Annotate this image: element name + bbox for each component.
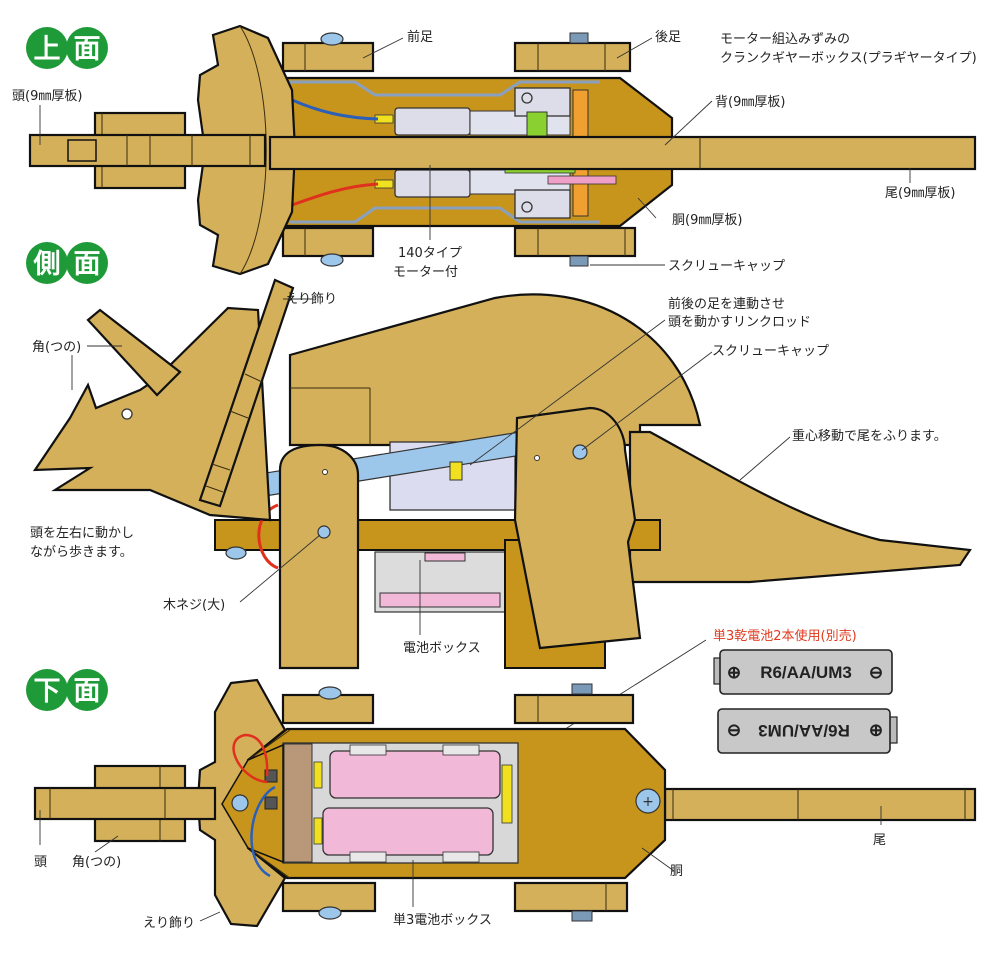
label-gearbox: クランクギヤーボックス(プラギヤータイプ) [720, 51, 977, 66]
label-motor: モーター付 [393, 265, 458, 280]
screw-icon [320, 32, 344, 46]
label-screw-cap: スクリューキャップ [712, 344, 829, 359]
side-view-badge: 側 面 [26, 242, 108, 284]
label-torso: 胴(9㎜厚板) [672, 213, 742, 228]
label-tail: 尾 [873, 833, 886, 848]
front-leg-top-left [281, 41, 375, 73]
battery-plus-icon: ⊕ [727, 663, 741, 682]
tail-bottom [663, 787, 977, 822]
screw-icon [320, 253, 344, 267]
battery-cell [322, 807, 494, 856]
label-torso: 胴 [670, 864, 683, 879]
badge-char: 下 [34, 676, 61, 707]
label-tail-note: 重心移動で尾をふります。 [792, 428, 947, 444]
battery-minus-icon: ⊖ [869, 663, 883, 682]
badge-char: 面 [74, 676, 101, 707]
label-horn: 角(つの) [32, 340, 81, 355]
motor-icon [394, 107, 471, 136]
frill-side [198, 278, 295, 508]
side-view: 側 面 [26, 242, 972, 670]
battery-1: ⊕ R6/AA/UM3 ⊖ [713, 649, 893, 695]
head-top [28, 133, 267, 168]
wood-screw-icon [635, 788, 661, 814]
label-head: 頭(9㎜厚板) [12, 89, 82, 104]
badge-circle [26, 242, 68, 284]
head-bottom [33, 786, 217, 821]
tail-side [628, 430, 972, 584]
badge-circle [26, 27, 68, 69]
label-back: 背(9㎜厚板) [715, 95, 785, 110]
label-screw-cap: スクリューキャップ [668, 259, 785, 274]
front-leg-bottom-left [281, 693, 375, 725]
red-wire [291, 182, 379, 207]
body-side [288, 293, 702, 447]
battery-label: R6/AA/UM3 [760, 663, 852, 682]
gear-icon [547, 175, 617, 185]
top-view-badge: 上 面 [26, 27, 108, 69]
front-leg-top-right [281, 226, 375, 258]
screw-icon [231, 794, 249, 812]
bottom-view-badge: 下 面 [26, 669, 108, 711]
label-front-leg: 前足 [407, 29, 433, 45]
label-wood-screw: 木ネジ(大) [163, 598, 225, 613]
rear-leg-bottom-right [513, 881, 629, 913]
badge-circle [26, 669, 68, 711]
battery-minus-icon: ⊖ [727, 721, 741, 740]
badge-circle [66, 242, 108, 284]
back-and-tail-top [268, 135, 977, 171]
rear-leg-top-left [513, 41, 632, 73]
bottom-view: 下 面 単3乾電池2本使用(別売) ⊕ R6/AA/UM3 ⊖ ⊕ R6/AA/… [26, 628, 977, 931]
blue-wire [291, 98, 379, 121]
rear-leg-bottom-left [513, 693, 635, 725]
label-horn: 角(つの) [72, 855, 121, 870]
label-motor: 140タイプ [398, 246, 462, 261]
label-frill: えり飾り [285, 292, 337, 307]
label-battery-box: 単3電池ボックス [393, 912, 492, 928]
top-view: 上 面 [12, 24, 977, 280]
badge-circle [66, 27, 108, 69]
horn-side [86, 308, 182, 397]
label-gearbox: モーター組込みずみの [720, 32, 850, 47]
gear-icon [526, 111, 548, 137]
screw-cap-icon [571, 683, 593, 695]
rear-leg-top-right [513, 226, 637, 258]
label-battery-box: 電池ボックス [403, 641, 481, 656]
rear-leg-side [513, 406, 642, 650]
red-wire [257, 503, 279, 570]
screw-cap-icon [569, 32, 589, 44]
cross-icon: + [642, 794, 654, 810]
screw-cap-icon [569, 255, 589, 267]
label-rear-leg: 後足 [655, 30, 681, 45]
front-leg-side [278, 443, 360, 670]
label-link-rod: 前後の足を連動させ [668, 296, 785, 312]
label-head-note: ながら歩きます。 [30, 545, 133, 560]
label-head: 頭 [34, 855, 47, 870]
badge-char: 側 [33, 249, 61, 280]
badge-char: 上 [34, 34, 61, 65]
badge-char: 面 [74, 249, 101, 280]
battery-cell [329, 750, 501, 799]
label-tail: 尾(9㎜厚板) [885, 186, 955, 201]
blue-wire [250, 785, 276, 878]
badge-circle [66, 669, 108, 711]
label-frill: えり飾り [143, 916, 195, 931]
battery-plus-icon: ⊕ [869, 721, 883, 740]
screw-cap-icon [571, 910, 593, 922]
label-link-rod: 頭を動かすリンクロッド [668, 315, 811, 330]
wood-screw-icon [317, 525, 331, 539]
battery-2: ⊕ R6/AA/UM3 ⊖ [717, 708, 898, 754]
red-wire [232, 733, 269, 784]
label-battery-note: 単3乾電池2本使用(別売) [713, 628, 857, 644]
badge-char: 面 [74, 34, 101, 65]
motor-icon [394, 169, 471, 198]
screw-cap-icon [572, 444, 588, 460]
battery-label: R6/AA/UM3 [758, 721, 850, 740]
label-head-note: 頭を左右に動かし [30, 526, 134, 541]
